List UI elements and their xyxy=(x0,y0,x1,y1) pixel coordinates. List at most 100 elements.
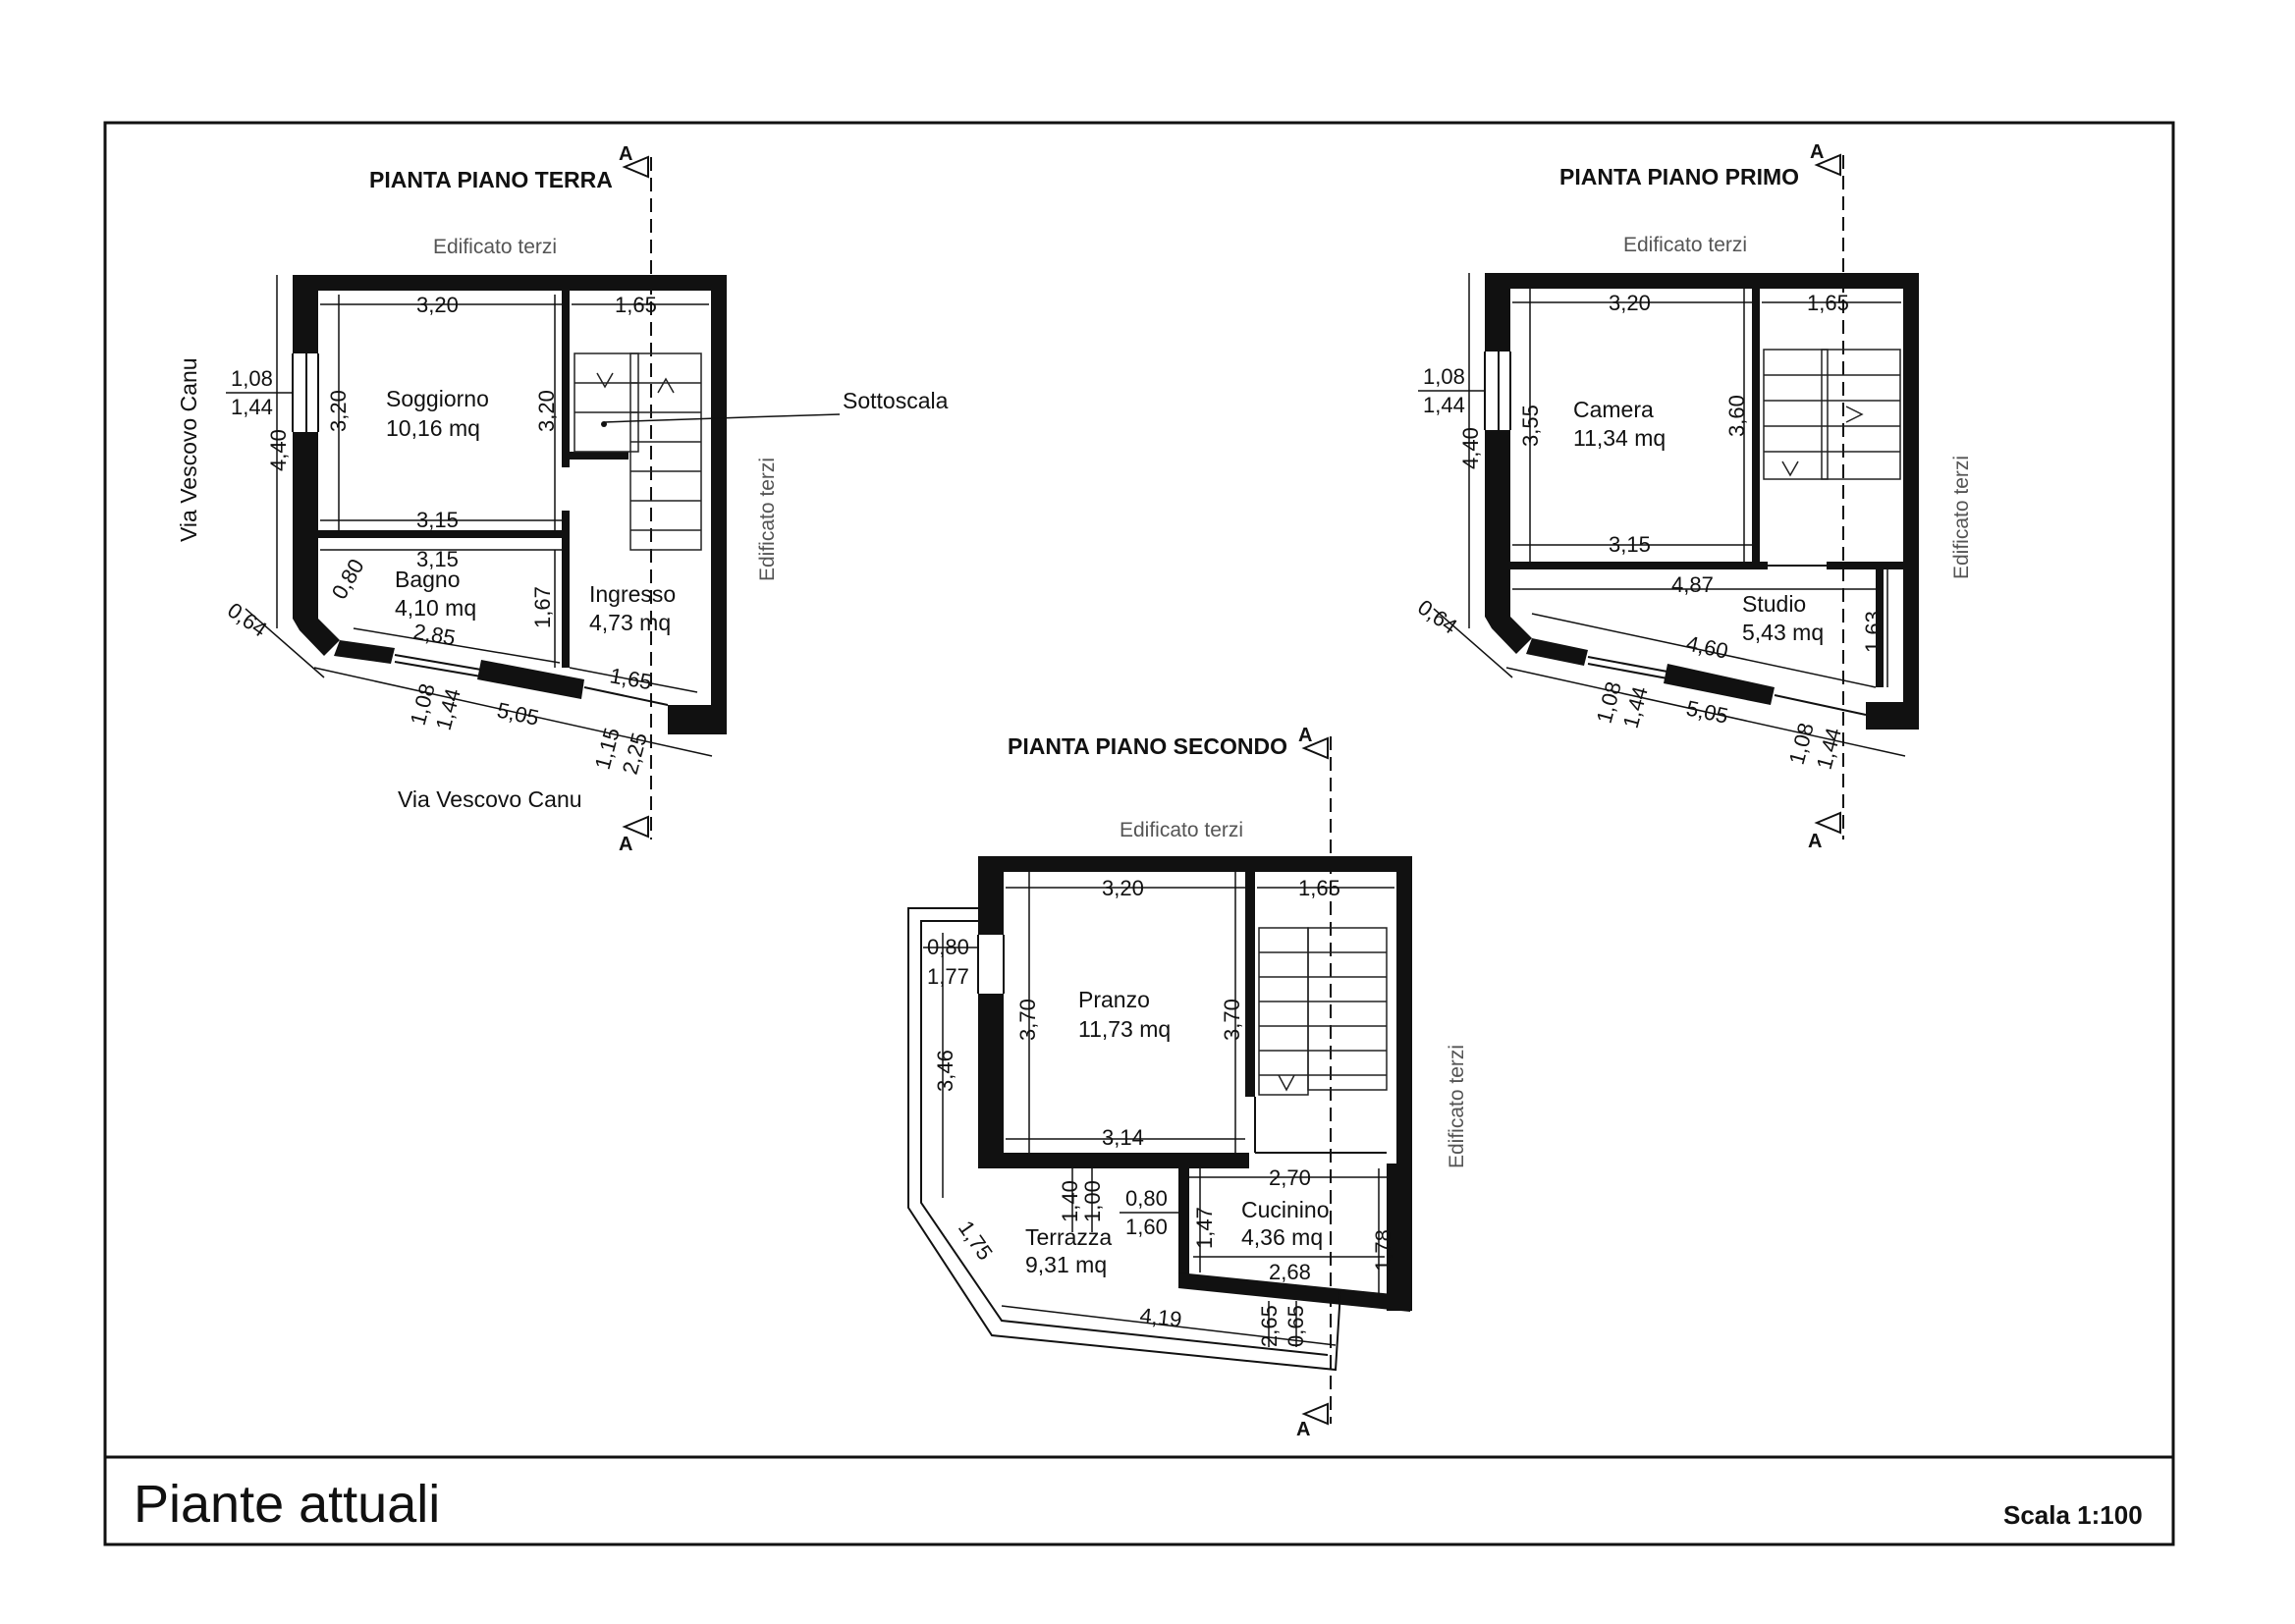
plan-second-floor: PIANTA PIANO SECONDO Edificato terzi Edi… xyxy=(907,725,1468,1440)
dimension-label: 5,05 xyxy=(495,697,541,730)
dimension-lines xyxy=(1418,273,1906,757)
walls xyxy=(292,275,727,734)
plan-first-floor: PIANTA PIANO PRIMO Edificato terzi Edifi… xyxy=(1413,141,1973,852)
section-marker: A xyxy=(619,834,632,855)
sheet-title: Piante attuali xyxy=(134,1475,440,1534)
dimension-label: 2,85 xyxy=(411,619,458,650)
room-name: Camera xyxy=(1573,397,1654,422)
section-marker: A xyxy=(1810,141,1824,163)
dimension-label: 1,65 xyxy=(1298,876,1340,900)
dimension-label: 4,40 xyxy=(266,429,291,471)
dimension-label: 3,20 xyxy=(416,293,459,317)
staircase xyxy=(1763,349,1901,480)
dimension-label: 4,40 xyxy=(1458,427,1483,469)
dimension-label: 1,78 xyxy=(1371,1229,1395,1272)
dimension-label: 3,15 xyxy=(416,508,459,532)
dimension-label: 3,14 xyxy=(1102,1125,1144,1150)
dimension-label: 0,64 xyxy=(1413,595,1461,639)
sheet-frame xyxy=(103,121,2175,1546)
scale-label: Scala 1:100 xyxy=(2003,1500,2143,1530)
dimension-label: 1,47 xyxy=(1192,1207,1217,1249)
room-name: Soggiorno xyxy=(386,386,489,411)
room-area: 4,73 mq xyxy=(589,610,671,635)
callout-leader xyxy=(745,413,841,418)
dimension-label: 2,68 xyxy=(1269,1260,1311,1284)
dimension-lines xyxy=(226,275,713,757)
staircase xyxy=(1258,927,1388,1096)
section-marker: A xyxy=(1808,831,1822,852)
dimension-label: 3,15 xyxy=(1609,532,1651,557)
dimension-label: 3,20 xyxy=(1609,291,1651,315)
room-area: 10,16 mq xyxy=(386,415,480,441)
dimension-label: 1,60 xyxy=(1125,1215,1168,1239)
dimension-label: 3,70 xyxy=(1015,999,1040,1041)
dimension-label: 0,64 xyxy=(223,598,271,642)
dimension-label: 3,15 xyxy=(416,547,459,571)
callout-label: Sottoscala xyxy=(843,388,949,413)
dimension-label: 3,20 xyxy=(326,390,351,432)
plan-heading: PIANTA PIANO TERRA xyxy=(369,167,613,192)
room-name: Ingresso xyxy=(589,581,676,607)
room-name: Bagno xyxy=(395,567,461,592)
dimension-label: 4,87 xyxy=(1671,572,1714,597)
room-name: Cucinino xyxy=(1241,1197,1330,1222)
edificato-label: Edificato terzi xyxy=(756,458,779,581)
plan-ground-floor: PIANTA PIANO TERRA Edificato terzi Edifi… xyxy=(176,143,949,855)
edificato-label: Edificato terzi xyxy=(1446,1045,1468,1168)
section-arrow-icon xyxy=(622,155,649,179)
plan-heading: PIANTA PIANO SECONDO xyxy=(1008,733,1287,759)
section-arrow-icon xyxy=(1814,811,1841,835)
dimension-label: 0,80 xyxy=(1125,1186,1168,1211)
dimension-label: 0,65 xyxy=(1284,1305,1308,1347)
room-name: Pranzo xyxy=(1078,987,1150,1012)
section-marker: A xyxy=(1296,1419,1310,1440)
dimension-label: 0,80 xyxy=(327,555,369,604)
edificato-label: Edificato terzi xyxy=(1623,234,1747,256)
edificato-label: Edificato terzi xyxy=(1120,819,1243,841)
dimension-label: 1,65 xyxy=(615,293,657,317)
room-area: 9,31 mq xyxy=(1025,1252,1107,1277)
staircase xyxy=(574,352,747,551)
dimension-label: 4,60 xyxy=(1684,630,1730,663)
room-area: 5,43 mq xyxy=(1742,620,1824,645)
dimension-lines xyxy=(923,872,1394,1347)
dimension-label: 1,67 xyxy=(530,586,555,628)
dimension-label: 3,60 xyxy=(1724,395,1749,437)
room-name: Terrazza xyxy=(1025,1224,1112,1250)
room-area: 11,34 mq xyxy=(1573,425,1666,451)
dimension-label: 3,55 xyxy=(1518,405,1543,447)
dimension-label: 4,19 xyxy=(1138,1303,1182,1331)
section-arrow-icon xyxy=(1301,1402,1329,1426)
section-arrow-icon xyxy=(622,815,649,839)
walls xyxy=(977,856,1412,1312)
room-area: 4,10 mq xyxy=(395,595,476,621)
section-arrow-icon xyxy=(1301,736,1329,760)
dimension-label: 2,70 xyxy=(1269,1165,1311,1190)
section-marker: A xyxy=(619,143,632,165)
dimension-label: 1,65 xyxy=(608,663,654,694)
dimension-label: 1,44 xyxy=(231,395,273,419)
edificato-label: Edificato terzi xyxy=(433,236,557,258)
dimension-label: 3,70 xyxy=(1220,999,1244,1041)
dimension-label: 0,80 xyxy=(927,935,969,959)
dimension-label: 1,44 xyxy=(1423,393,1465,417)
dimension-label: 1,65 xyxy=(1807,291,1849,315)
dimension-label: 1,75 xyxy=(954,1217,998,1265)
walls xyxy=(1484,273,1919,730)
dimension-label: 1,40 xyxy=(1058,1180,1082,1222)
dimension-label: 1,63 xyxy=(1861,611,1885,653)
room-area: 4,36 mq xyxy=(1241,1224,1323,1250)
dimension-label: 1,08 xyxy=(231,366,273,391)
section-arrow-icon xyxy=(1814,153,1841,177)
edificato-label: Edificato terzi xyxy=(1950,456,1973,579)
dimension-label: 1,00 xyxy=(1080,1180,1105,1222)
dimension-label: 1,08 xyxy=(1423,364,1465,389)
section-marker: A xyxy=(1298,725,1312,746)
plan-heading: PIANTA PIANO PRIMO xyxy=(1559,164,1799,189)
dimension-label: 1,77 xyxy=(927,964,969,989)
dimension-label: 2,65 xyxy=(1257,1305,1282,1347)
dimension-label: 5,05 xyxy=(1684,695,1730,728)
dimension-label: 3,20 xyxy=(534,390,559,432)
street-label: Via Vescovo Canu xyxy=(176,357,201,542)
